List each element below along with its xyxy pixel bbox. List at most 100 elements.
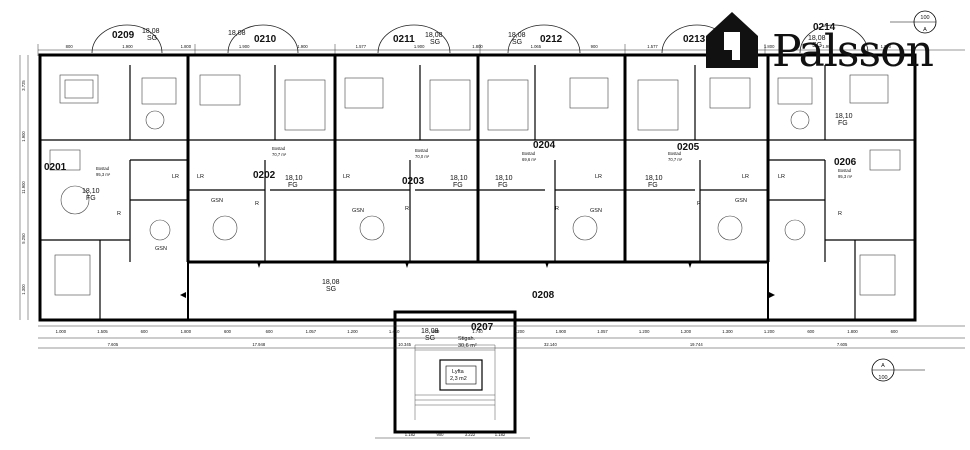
apartment-0204-code: FG bbox=[498, 182, 508, 189]
apartment-0202: 0202 Bostad 70,7 m² 18,10 FG bbox=[253, 146, 303, 189]
dimension-value: 5.250 bbox=[21, 233, 26, 244]
dimension-value: 1.200 bbox=[764, 329, 775, 334]
entry-arrows bbox=[180, 262, 775, 298]
section-bottom-letter: A bbox=[881, 363, 885, 369]
balcony-0211-id: 0211 bbox=[393, 34, 415, 45]
dimension-value: 600 bbox=[432, 329, 440, 334]
dimension-value: 1.577 bbox=[356, 44, 367, 49]
dimension-value: 1.800 bbox=[181, 44, 192, 49]
dimension-value: 1.300 bbox=[722, 329, 733, 334]
stair-name: Stigah. bbox=[458, 336, 476, 342]
dimension-value: 900 bbox=[591, 44, 599, 49]
apartment-0202-area: 70,7 m² bbox=[272, 152, 287, 157]
dimension-value: 1.900 bbox=[122, 44, 133, 49]
balcony-0213-id: 0213 bbox=[683, 34, 706, 45]
apartment-0201-area: 95,3 m² bbox=[96, 172, 111, 177]
dimension-value: 600 bbox=[141, 329, 149, 334]
bottom-dimension-lines bbox=[38, 325, 965, 439]
dimension-value: 32.140 bbox=[544, 342, 557, 347]
balcony-0210-mark: 18,08 bbox=[228, 30, 246, 37]
apartment-0204-id: 0204 bbox=[533, 140, 556, 151]
left-dimension-line bbox=[19, 55, 29, 320]
balcony-0214-code: SG bbox=[812, 42, 822, 49]
balcony-0212-id: 0212 bbox=[540, 34, 563, 45]
apartment-0201-id: 0201 bbox=[44, 162, 67, 173]
balcony-0214: 0214 18,08 SG bbox=[808, 22, 836, 49]
room-tag-lr: LR bbox=[197, 174, 204, 180]
balcony-0214-mark: 18,08 bbox=[808, 35, 826, 42]
room-tag-lr: LR bbox=[742, 174, 749, 180]
dimension-value: 3.725 bbox=[21, 80, 26, 91]
dimension-value: 1.800 bbox=[847, 329, 858, 334]
balcony-0209: 0209 18,08 SG bbox=[112, 28, 160, 42]
corridor-0208-mark: 18,08 bbox=[322, 279, 340, 286]
room-tag-gsn: GSN bbox=[352, 208, 364, 214]
dimension-value: 1.900 bbox=[239, 44, 250, 49]
house-logo-icon bbox=[706, 12, 758, 68]
apartment-0205: 0205 Bostad 70,7 m² 18,10 FG bbox=[645, 142, 700, 189]
building-walls bbox=[38, 53, 917, 322]
room-tags: LR LR LR LR LR LR GSN GSN GSN GSN GSN R … bbox=[117, 174, 842, 252]
dimension-value: 1.000 bbox=[56, 329, 67, 334]
room-tag-r: R bbox=[555, 206, 559, 212]
apartment-0202-type: Bostad bbox=[272, 146, 286, 151]
dimension-value: 1.057 bbox=[306, 329, 317, 334]
stair-0207-id: 0207 bbox=[471, 322, 494, 333]
dimension-value: 1.182 bbox=[405, 432, 416, 437]
balcony-0210-id: 0210 bbox=[254, 34, 277, 45]
balcony-0212-mark: 18,08 bbox=[508, 32, 526, 39]
left-dimension-values: 3.725 1.900 11.900 5.250 1.300 bbox=[21, 80, 26, 295]
section-marker-top: 100 A bbox=[890, 10, 937, 34]
dimension-value: 1.200 bbox=[681, 329, 692, 334]
dimension-value: 1.300 bbox=[21, 284, 26, 295]
balcony-0209-code: SG bbox=[147, 35, 157, 42]
apartment-0203-id: 0203 bbox=[402, 176, 425, 187]
balcony-0214-id: 0214 bbox=[813, 22, 836, 33]
apartment-0201-type: Bostad bbox=[96, 166, 110, 171]
room-tag-r: R bbox=[838, 211, 842, 217]
apartment-0205-code: FG bbox=[648, 182, 658, 189]
apartment-0202-id: 0202 bbox=[253, 170, 276, 181]
dimension-value: 11.900 bbox=[21, 181, 26, 194]
section-bottom-sheet: 100 bbox=[878, 375, 887, 381]
dimension-value: 900 bbox=[437, 432, 445, 437]
dimension-value: 1.057 bbox=[597, 329, 608, 334]
dimension-value: 1.900 bbox=[556, 329, 567, 334]
section-marker-bottom: A 100 bbox=[871, 358, 925, 382]
dimension-value: 10.345 bbox=[398, 342, 411, 347]
room-tag-gsn: GSN bbox=[155, 246, 167, 252]
top-dimension-lines bbox=[37, 44, 965, 56]
room-tag-r: R bbox=[405, 206, 409, 212]
apartment-0203-code: FG bbox=[453, 182, 463, 189]
apartment-0203-area: 70,0 m² bbox=[415, 154, 430, 159]
lift-name: Lyfta bbox=[452, 369, 465, 375]
room-tag-lr: LR bbox=[595, 174, 602, 180]
dimension-value: 1.505 bbox=[97, 329, 108, 334]
apartment-0206-area: 95,3 m² bbox=[838, 174, 853, 179]
dimension-value: 600 bbox=[807, 329, 815, 334]
dimension-value: 1.200 bbox=[639, 329, 650, 334]
dimension-value: 600 bbox=[891, 329, 899, 334]
corridor-0208-id: 0208 bbox=[532, 290, 555, 301]
room-tag-r: R bbox=[255, 201, 259, 207]
room-tag-r: R bbox=[697, 201, 701, 207]
dimension-value: 1.900 bbox=[414, 44, 425, 49]
room-tag-lr: LR bbox=[778, 174, 785, 180]
apartment-0204-area: 69,6 m² bbox=[522, 157, 537, 162]
apartment-0206: 0206 Bostad 95,3 m² 18,10 FG bbox=[834, 113, 857, 179]
dimension-value: 1.440 bbox=[389, 329, 400, 334]
apartment-0206-mark: 18,10 bbox=[835, 113, 853, 120]
dimension-value: 1.200 bbox=[347, 329, 358, 334]
dimension-value: 7.605 bbox=[837, 342, 848, 347]
apartment-0201-mark: 18,10 bbox=[82, 188, 100, 195]
apartment-0201: 0201 Bostad 95,3 m² 18,10 FG bbox=[44, 162, 111, 202]
apartment-0205-mark: 18,10 bbox=[645, 175, 663, 182]
apartment-0204-mark: 18,10 bbox=[495, 175, 513, 182]
room-tag-lr: LR bbox=[343, 174, 350, 180]
dimension-value: 1.900 bbox=[21, 131, 26, 142]
apartment-0206-type: Bostad bbox=[838, 168, 852, 173]
apartment-0203: 0203 Bostad 70,0 m² 18,10 FG bbox=[402, 148, 468, 189]
brand-name: Palsson bbox=[772, 26, 934, 77]
